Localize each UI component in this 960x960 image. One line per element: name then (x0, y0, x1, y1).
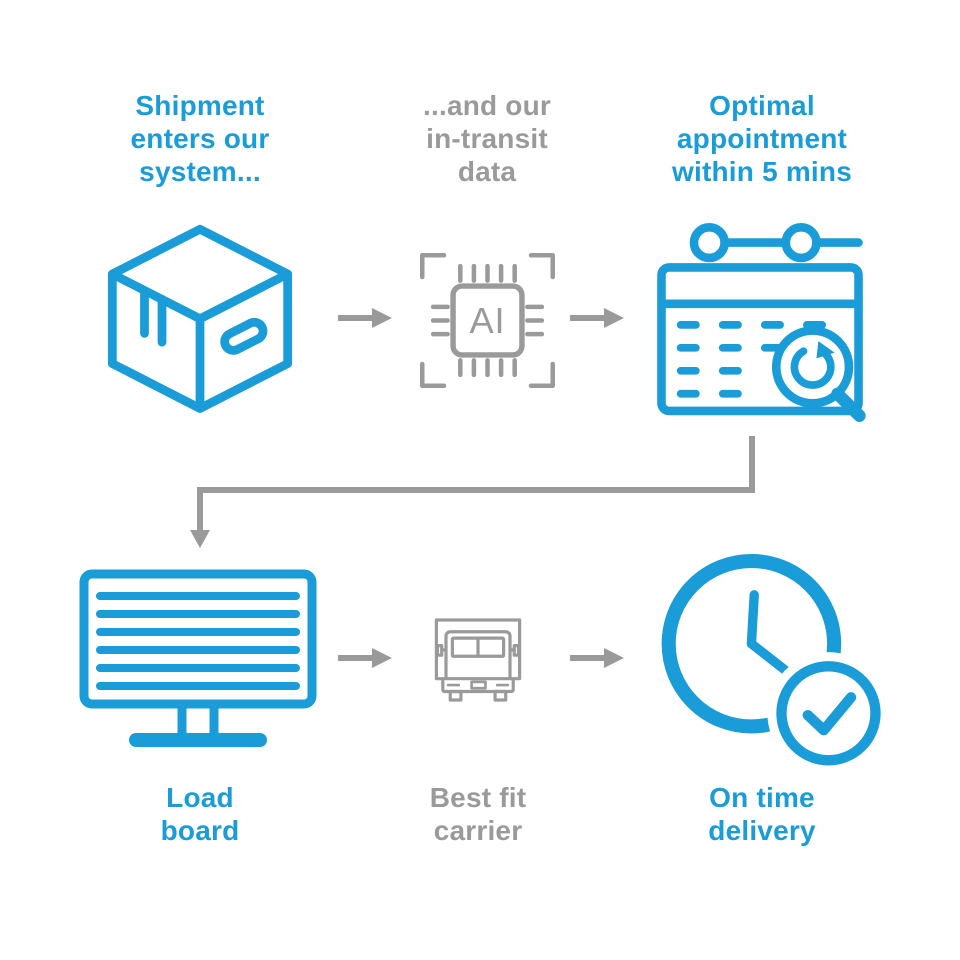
ai-chip-label: AI (469, 300, 505, 341)
elbow-connector-arrow (190, 436, 755, 548)
clock-check-icon (648, 542, 883, 768)
label-on-time-delivery: On time delivery (708, 782, 816, 846)
label-shipment-entry: Shipment enters our system... (130, 90, 270, 187)
calendar-search-icon (650, 212, 870, 432)
label-load-board: Load board (160, 782, 240, 846)
arrow-right-icon (338, 648, 392, 668)
truck-icon (434, 618, 522, 702)
label-best-fit-carrier: Best fit carrier (429, 782, 527, 846)
load-board-monitor-icon (78, 568, 318, 773)
package-box-icon (88, 200, 312, 424)
package-box-icon (107, 224, 293, 413)
arrow-right-icon (570, 648, 624, 668)
arrow-right-icon (570, 308, 624, 328)
ai-chip-icon: AI (419, 252, 556, 389)
truck-icon (430, 604, 526, 716)
load-board-monitor-icon (79, 569, 317, 747)
calendar-search-icon (657, 223, 866, 422)
clock-check-icon (661, 553, 883, 768)
label-optimal-appointment: Optimal appointment within 5 mins (672, 90, 852, 187)
ai-chip-icon: AI (415, 248, 560, 393)
arrow-right-icon (338, 308, 392, 328)
label-in-transit-data: ...and our in-transit data (423, 90, 551, 187)
